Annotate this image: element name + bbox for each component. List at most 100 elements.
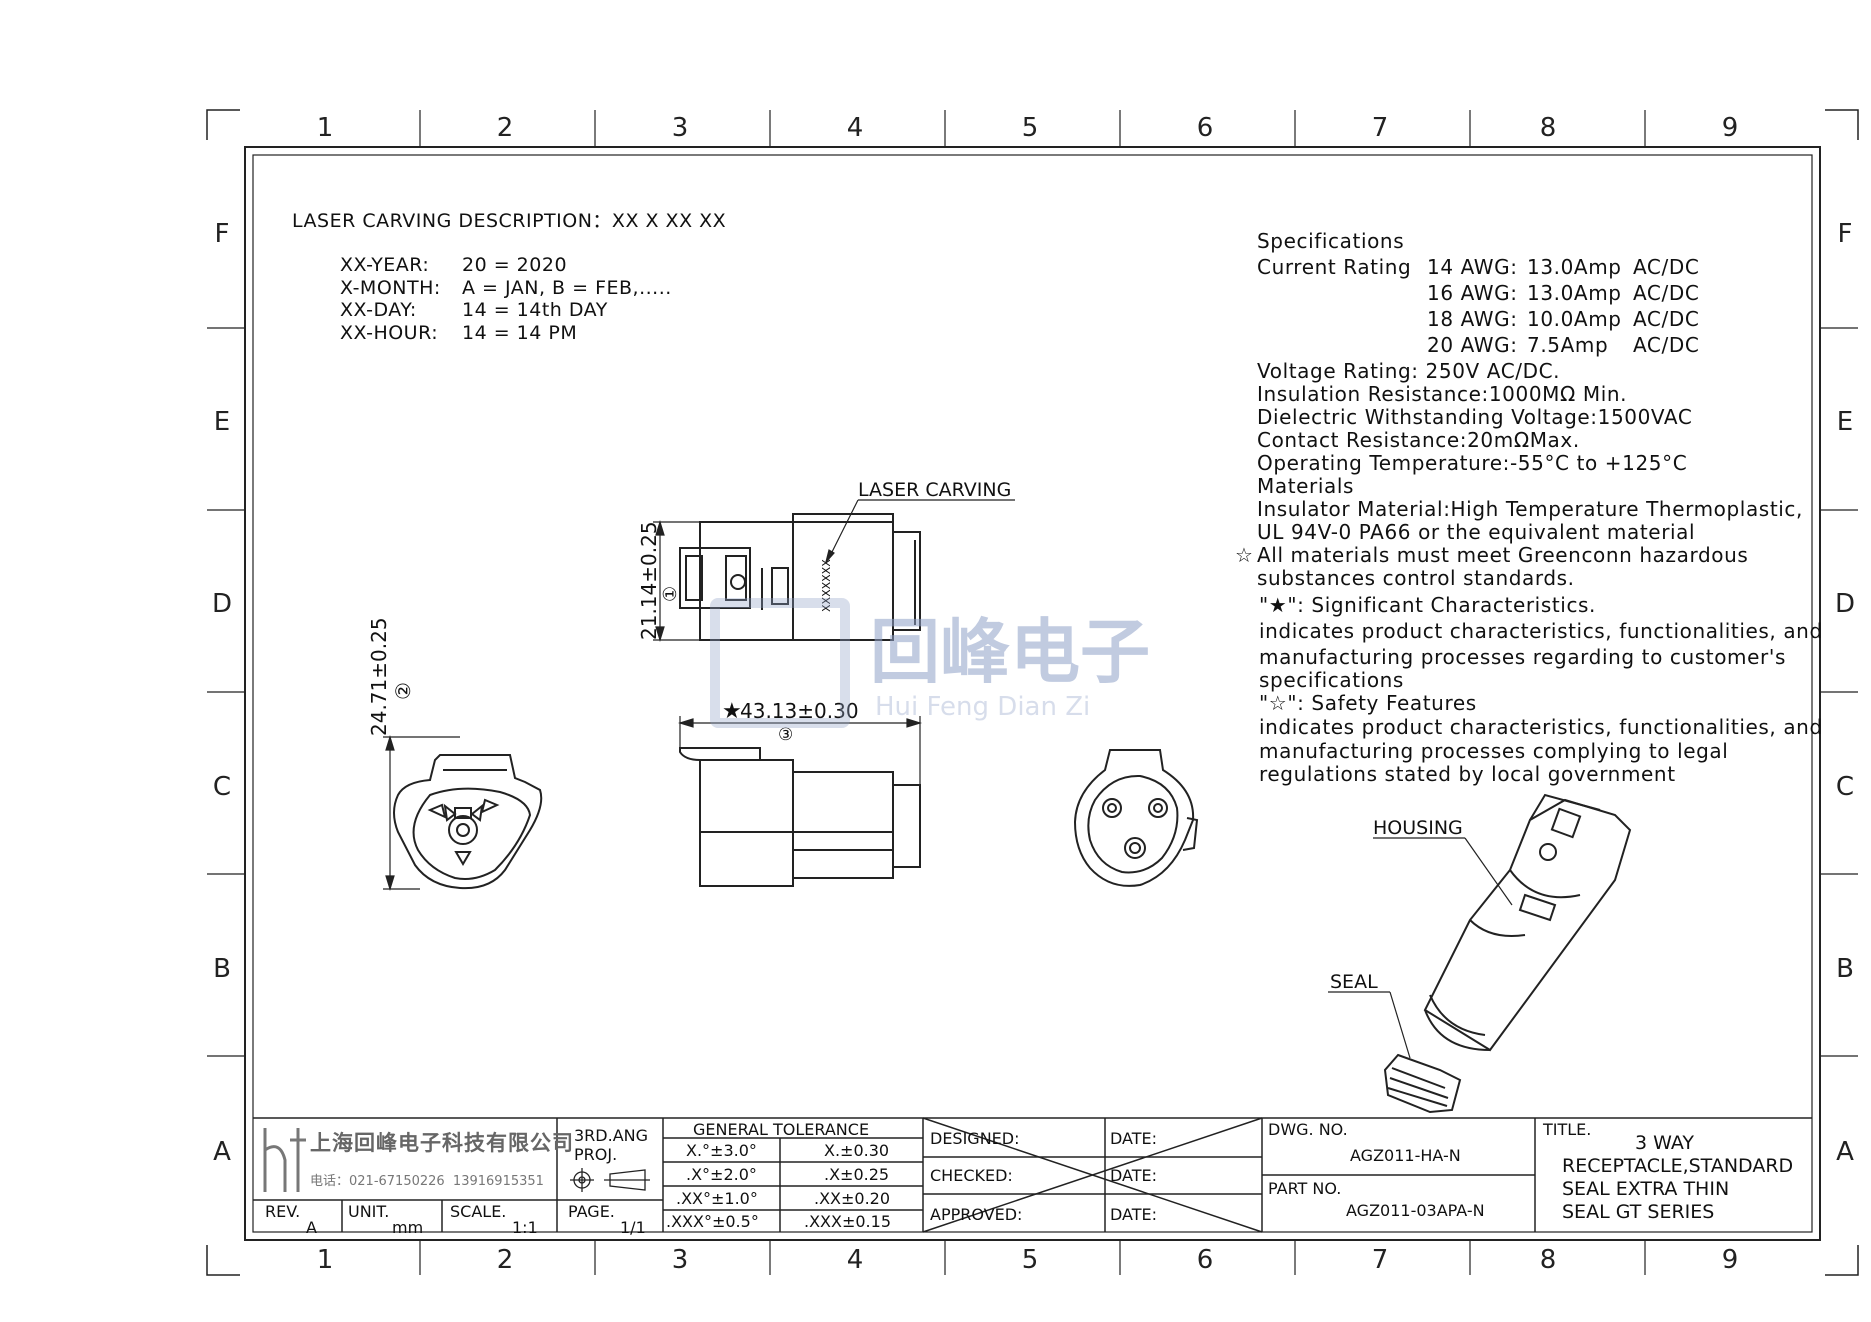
spec-voltage: Voltage Rating: 250V AC/DC. xyxy=(1257,359,1561,383)
title-block-lines xyxy=(253,1117,1812,1233)
svg-text:5: 5 xyxy=(1022,113,1039,143)
laser-carving-leader xyxy=(825,499,1015,563)
dim-height-lines xyxy=(383,734,460,892)
zone-labels-bottom: 1 2 3 4 5 6 7 8 9 xyxy=(317,1245,1739,1275)
designed-label: DESIGNED: xyxy=(930,1129,1020,1148)
dim-length-tag: ③ xyxy=(778,725,793,745)
tol-b-2: .XX±0.20 xyxy=(814,1189,891,1208)
zone-labels-left: F E D C B A xyxy=(212,219,232,1167)
spec-awg-18: 18 AWG: xyxy=(1427,307,1518,331)
spec-safety-2: manufacturing processes complying to leg… xyxy=(1259,739,1729,763)
svg-text:9: 9 xyxy=(1722,1245,1739,1275)
spec-sig-label: "★": Significant Characteristics. xyxy=(1259,593,1597,617)
laser-key-hour: XX-HOUR: xyxy=(340,322,439,344)
laser-heading: LASER CARVING DESCRIPTION：XX X XX XX xyxy=(292,210,727,232)
laser-val-hour: 14 = 14 PM xyxy=(462,322,578,344)
svg-text:5: 5 xyxy=(1022,1245,1039,1275)
spec-sig-1: indicates product characteristics, funct… xyxy=(1259,619,1823,643)
svg-text:B: B xyxy=(213,954,231,984)
title-line-3: SEAL EXTRA THIN xyxy=(1562,1178,1730,1200)
xx-mark: XXXXXXX xyxy=(820,559,833,612)
svg-text:2: 2 xyxy=(497,113,514,143)
part-value: AGZ011-03APA-N xyxy=(1346,1201,1485,1220)
tol-b-3: .XXX±0.15 xyxy=(804,1212,891,1231)
scale-label: SCALE. xyxy=(450,1202,507,1221)
spec-type-16: AC/DC xyxy=(1633,281,1700,305)
spec-insulation: Insulation Resistance:1000MΩ Min. xyxy=(1257,382,1628,406)
svg-text:E: E xyxy=(214,407,230,437)
svg-text:D: D xyxy=(1835,589,1855,619)
dwg-value: AGZ011-HA-N xyxy=(1350,1146,1461,1165)
scale-value: 1:1 xyxy=(512,1218,538,1237)
svg-text:2: 2 xyxy=(497,1245,514,1275)
housing-leader xyxy=(1373,837,1513,906)
tol-a-3: .XXX°±0.5° xyxy=(666,1212,759,1231)
dim-side-tag: ① xyxy=(660,586,681,602)
tolerance-title: GENERAL TOLERANCE xyxy=(693,1120,870,1139)
svg-text:E: E xyxy=(1837,407,1853,437)
svg-text:1: 1 xyxy=(317,1245,334,1275)
svg-text:8: 8 xyxy=(1540,113,1557,143)
inner-border xyxy=(252,154,1813,1233)
dim-side-text: 21.14±0.25 xyxy=(637,521,661,640)
tol-b-1: .X±0.25 xyxy=(824,1165,890,1184)
tol-a-1: .X°±2.0° xyxy=(686,1165,757,1184)
spec-safety-1: indicates product characteristics, funct… xyxy=(1259,715,1823,739)
spec-awg-20: 20 AWG: xyxy=(1427,333,1518,357)
company-phone: 电话：021-67150226 13916915351 xyxy=(310,1174,544,1189)
svg-text:F: F xyxy=(215,219,230,249)
spec-amp-20: 7.5Amp xyxy=(1527,333,1609,357)
svg-text:D: D xyxy=(212,589,232,619)
title-label: TITLE. xyxy=(1543,1120,1592,1139)
svg-text:3: 3 xyxy=(672,1245,689,1275)
checked-date: DATE: xyxy=(1110,1166,1158,1185)
proj-line-1: 3RD.ANG xyxy=(574,1126,649,1145)
svg-text:3: 3 xyxy=(672,113,689,143)
spec-type-20: AC/DC xyxy=(1633,333,1700,357)
svg-text:A: A xyxy=(213,1137,231,1167)
seal-label: SEAL xyxy=(1330,971,1378,993)
watermark-cn: 回峰电子 xyxy=(870,611,1150,693)
spec-sig-3: specifications xyxy=(1259,668,1404,692)
outer-border xyxy=(244,146,1821,1241)
tol-a-0: X.°±3.0° xyxy=(686,1141,757,1160)
spec-all-materials-1: All materials must meet Greenconn hazard… xyxy=(1257,543,1749,567)
company-logo xyxy=(263,1128,306,1192)
approved-label: APPROVED: xyxy=(930,1205,1023,1224)
spec-amp-16: 13.0Amp xyxy=(1527,281,1622,305)
svg-text:C: C xyxy=(1836,772,1854,802)
dim-length-star: ★ xyxy=(722,699,742,724)
svg-text:9: 9 xyxy=(1722,113,1739,143)
part-label: PART NO. xyxy=(1268,1179,1342,1198)
isometric-view xyxy=(1383,793,1632,1114)
watermark-logo xyxy=(710,598,850,728)
svg-text:A: A xyxy=(1836,1137,1854,1167)
laser-val-year: 20 = 2020 xyxy=(462,254,568,276)
spec-safety-label: "☆": Safety Features xyxy=(1259,691,1477,715)
spec-title: Specifications xyxy=(1257,229,1405,253)
watermark-en: Hui Feng Dian Zi xyxy=(875,692,1091,722)
housing-label: HOUSING xyxy=(1373,817,1463,839)
laser-key-day: XX-DAY: xyxy=(340,299,417,321)
zone-ticks xyxy=(207,110,1858,1275)
spec-awg-16: 16 AWG: xyxy=(1427,281,1518,305)
rev-value: A xyxy=(306,1218,317,1237)
svg-text:7: 7 xyxy=(1372,113,1389,143)
svg-text:C: C xyxy=(213,772,231,802)
proj-line-2: PROJ. xyxy=(574,1145,618,1164)
page-value: 1/1 xyxy=(620,1218,646,1237)
approved-date: DATE: xyxy=(1110,1205,1158,1224)
svg-text:6: 6 xyxy=(1197,1245,1214,1275)
laser-val-day: 14 = 14th DAY xyxy=(462,299,608,321)
dim-side-lines xyxy=(653,519,700,643)
laser-key-year: XX-YEAR: xyxy=(340,254,430,276)
spec-contact: Contact Resistance:20mΩMax. xyxy=(1257,428,1580,452)
title-line-2: RECEPTACLE,STANDARD xyxy=(1562,1155,1794,1177)
dim-length-lines xyxy=(677,716,923,785)
laser-key-month: X-MONTH: xyxy=(340,277,441,299)
safety-star-icon: ☆ xyxy=(1235,543,1254,567)
svg-text:1: 1 xyxy=(317,113,334,143)
svg-text:7: 7 xyxy=(1372,1245,1389,1275)
laser-carving-label: LASER CARVING xyxy=(858,479,1011,501)
